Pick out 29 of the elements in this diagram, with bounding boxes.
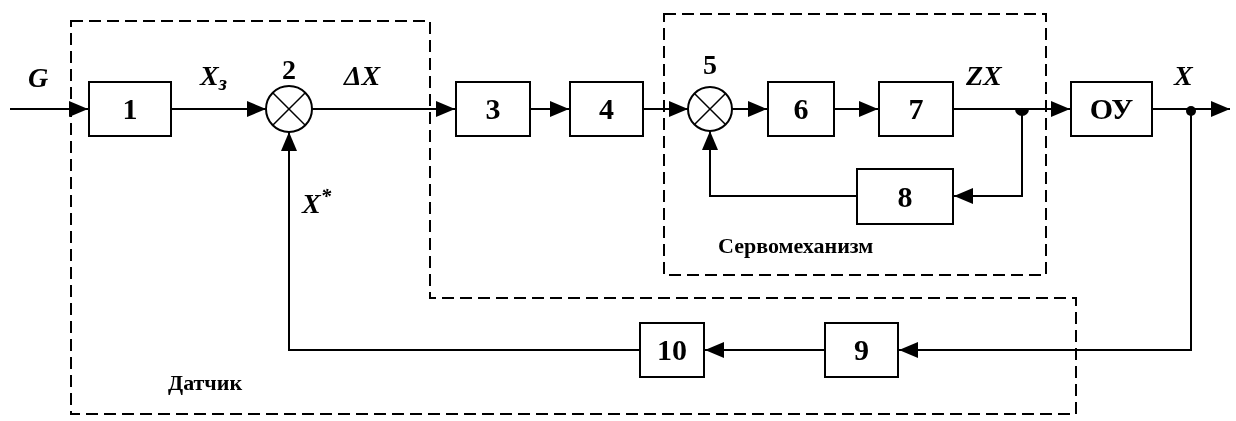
block-box: 9 (824, 322, 899, 378)
arrow (171, 101, 267, 117)
dashed-boundary (663, 13, 1047, 276)
block-box: 6 (767, 81, 835, 137)
group-title: Сервомеханизм (718, 235, 874, 257)
block-box: ОУ (1070, 81, 1153, 137)
block-box: 10 (639, 322, 705, 378)
signal-label: ZX (966, 62, 1002, 90)
signal-label: G (28, 64, 49, 92)
group-title: Датчик (168, 372, 243, 394)
arrow (834, 101, 879, 117)
block-box: 3 (455, 81, 531, 137)
dashed-boundary (70, 20, 1077, 415)
block-box: 8 (856, 168, 954, 225)
block-box: 7 (878, 81, 954, 137)
arrow (643, 101, 689, 117)
arrow (281, 131, 640, 351)
signal-label: X$_{з}$ (200, 62, 227, 90)
block-number: 5 (702, 51, 718, 79)
block-number: 2 (281, 56, 297, 84)
arrow (702, 130, 857, 197)
arrow (9, 101, 89, 117)
block-box: 1 (88, 81, 172, 137)
signal-label: X$^{*}$ (302, 190, 332, 218)
arrow (530, 101, 570, 117)
block-box: 4 (569, 81, 644, 137)
arrow (704, 342, 825, 358)
signal-label: X (1174, 62, 1193, 90)
signal-label: ΔX (344, 62, 381, 90)
